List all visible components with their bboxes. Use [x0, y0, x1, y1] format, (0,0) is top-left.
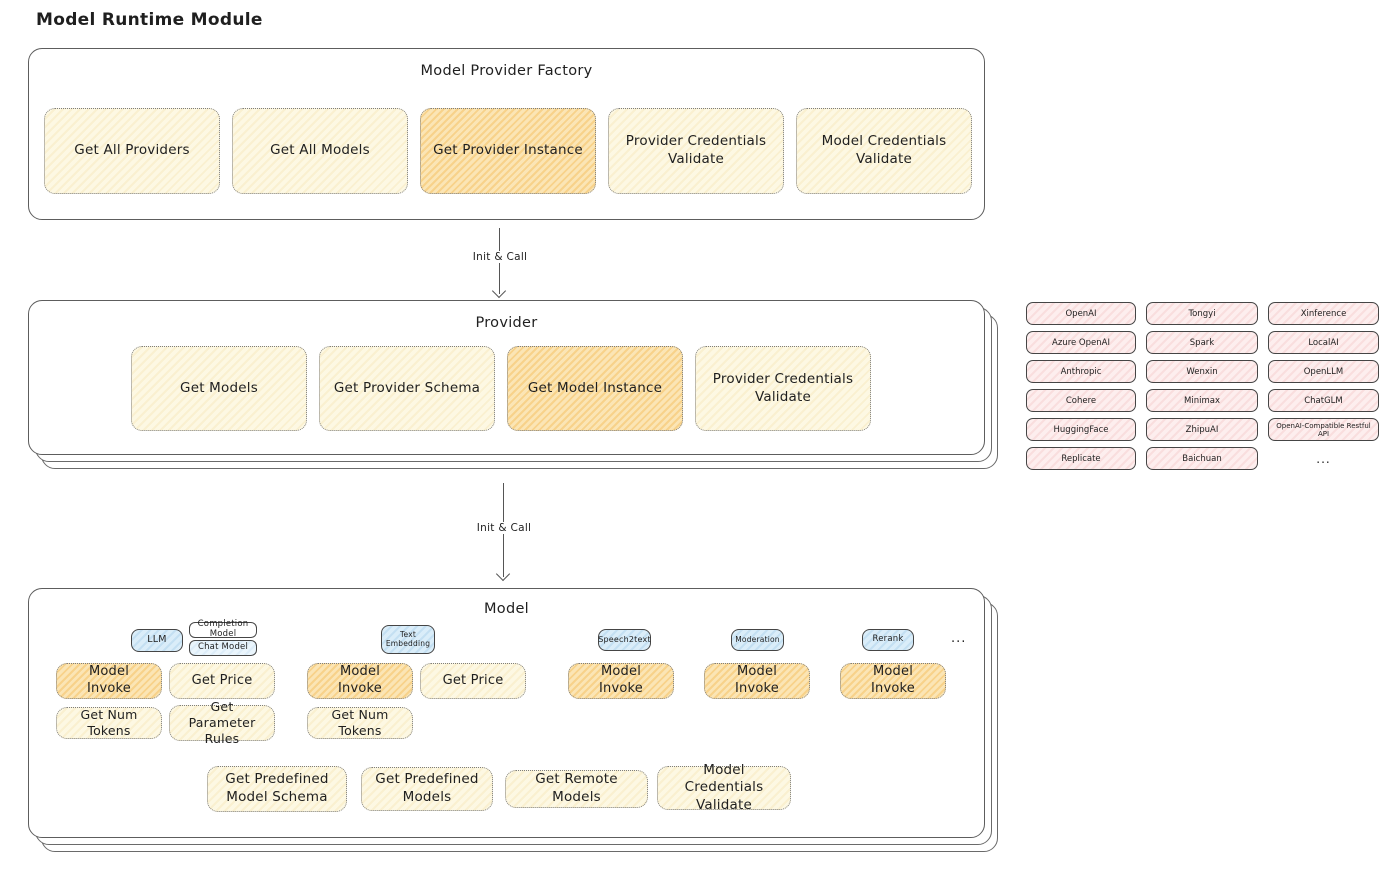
arrow1-label: Init & Call	[466, 251, 534, 263]
tabs-more-ellipsis: ...	[951, 631, 967, 646]
model-panel: Model LLM Completion Model Chat Model Te…	[28, 588, 985, 838]
factory-box-get-all-providers: Get All Providers	[44, 108, 220, 194]
factory-box-get-all-models: Get All Models	[232, 108, 408, 194]
factory-panel: Model Provider Factory Get All Providers…	[28, 48, 985, 220]
tab-llm: LLM	[131, 629, 183, 652]
model-box-model-invoke-rerank: Model Invoke	[840, 663, 946, 699]
provider-item-openllm: OpenLLM	[1268, 360, 1379, 383]
provider-item-replicate: Replicate	[1026, 447, 1136, 470]
tab-chat-model: Chat Model	[189, 640, 257, 656]
provider-item-localai: LocalAI	[1268, 331, 1379, 354]
model-box-get-remote-models: Get Remote Models	[505, 770, 648, 808]
model-box-model-invoke-embedding: Model Invoke	[307, 663, 413, 699]
model-box-get-predefined-models: Get Predefined Models	[361, 767, 493, 811]
providers-grid: OpenAI Tongyi Xinference Azure OpenAI Sp…	[1026, 302, 1379, 470]
arrow-down-icon-2	[495, 566, 511, 582]
provider-item-zhipuai: ZhipuAI	[1146, 418, 1258, 441]
provider-box-get-provider-schema: Get Provider Schema	[319, 346, 495, 431]
arrow-down-icon	[491, 283, 507, 299]
factory-box-get-provider-instance: Get Provider Instance	[420, 108, 596, 194]
providers-more-ellipsis: ...	[1316, 451, 1331, 466]
provider-item-spark: Spark	[1146, 331, 1258, 354]
provider-item-xinference: Xinference	[1268, 302, 1379, 325]
provider-item-wenxin: Wenxin	[1146, 360, 1258, 383]
provider-item-huggingface: HuggingFace	[1026, 418, 1136, 441]
page-title: Model Runtime Module	[36, 10, 263, 30]
model-box-get-parameter-rules: Get Parameter Rules	[169, 699, 275, 746]
arrow2-label: Init & Call	[470, 522, 538, 534]
model-box-model-invoke-speech2text: Model Invoke	[568, 663, 674, 699]
provider-box-get-model-instance: Get Model Instance	[507, 346, 683, 431]
provider-panel-title: Provider	[475, 315, 538, 331]
provider-item-openai: OpenAI	[1026, 302, 1136, 325]
tab-completion-model: Completion Model	[189, 619, 257, 639]
model-box-model-invoke-moderation: Model Invoke	[704, 663, 810, 699]
provider-item-openai-compatible-restful-api: OpenAI-Compatible Restful API	[1268, 418, 1379, 441]
tab-moderation: Moderation	[731, 629, 784, 651]
model-box-get-predefined-model-schema: Get Predefined Model Schema	[207, 766, 347, 812]
provider-box-provider-credentials-validate: Provider Credentials Validate	[695, 346, 871, 431]
tab-text-embedding: Text Embedding	[381, 625, 435, 654]
provider-item-azure-openai: Azure OpenAI	[1026, 331, 1136, 354]
model-box-model-credentials-validate: Model Credentials Validate	[657, 762, 791, 813]
provider-item-anthropic: Anthropic	[1026, 360, 1136, 383]
model-box-model-invoke-llm: Model Invoke	[56, 663, 162, 699]
tab-rerank: Rerank	[862, 629, 914, 651]
tab-speech2text: Speech2text	[598, 629, 651, 651]
factory-panel-title: Model Provider Factory	[420, 63, 593, 79]
provider-item-minimax: Minimax	[1146, 389, 1258, 412]
provider-item-cohere: Cohere	[1026, 389, 1136, 412]
provider-item-baichuan: Baichuan	[1146, 447, 1258, 470]
model-box-get-price-embedding: Get Price	[420, 663, 526, 699]
provider-item-tongyi: Tongyi	[1146, 302, 1258, 325]
provider-panel: Provider Get Models Get Provider Schema …	[28, 300, 985, 455]
factory-box-provider-credentials-validate: Provider Credentials Validate	[608, 108, 784, 194]
model-box-get-price-llm: Get Price	[169, 663, 275, 699]
provider-item-chatglm: ChatGLM	[1268, 389, 1379, 412]
model-panel-title: Model	[483, 601, 530, 617]
factory-box-model-credentials-validate: Model Credentials Validate	[796, 108, 972, 194]
model-box-get-num-tokens-embedding: Get Num Tokens	[307, 707, 413, 739]
model-box-get-num-tokens-llm: Get Num Tokens	[56, 707, 162, 739]
provider-box-get-models: Get Models	[131, 346, 307, 431]
